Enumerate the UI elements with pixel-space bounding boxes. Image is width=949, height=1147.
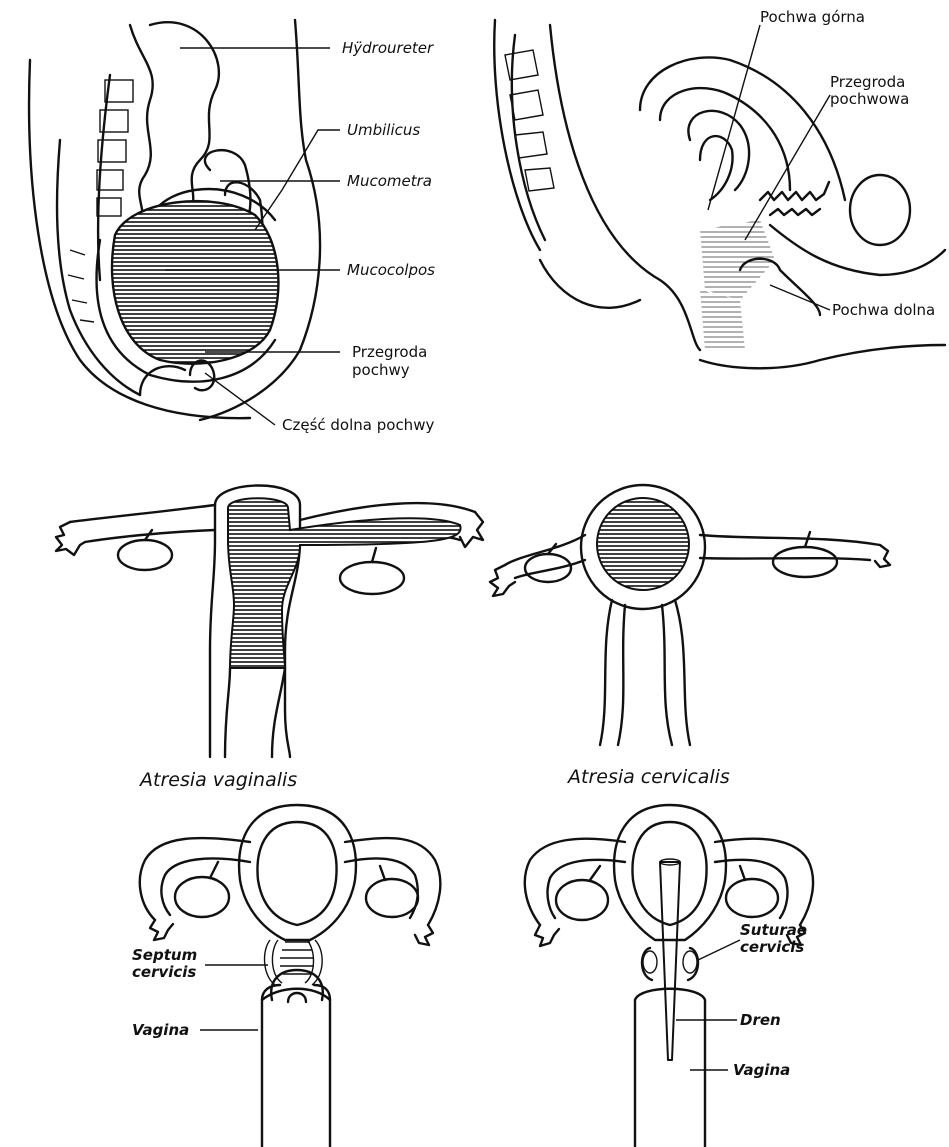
hematometra-fill — [228, 498, 461, 668]
mucocolpos-mass — [112, 201, 278, 364]
panel-a-sagittal-mucocolpos: Hÿdroureter Umbilicus Mucometra Mucocolp… — [29, 20, 435, 434]
panel-b-sagittal-septum: Pochwa górna Przegroda pochwowa Pochwa d… — [494, 8, 945, 368]
label-vaginal-septum-line2: pochwowa — [830, 90, 909, 108]
label-lower-vagina-b: Pochwa dolna — [832, 301, 935, 319]
panel-f-suturae-cervicis: Suturae cervicis Dren Vagina — [525, 805, 813, 1147]
label-mucocolpos: Mucocolpos — [347, 261, 435, 279]
label-vaginal-septum-line1: Przegroda — [830, 73, 905, 91]
label-septum-line1: Septum — [132, 946, 197, 964]
label-sutures-line2: cervicis — [740, 938, 804, 956]
label-hydroureter: Hÿdroureter — [342, 39, 434, 57]
label-lower-vagina: Część dolna pochwy — [282, 416, 434, 434]
leader-sutures — [698, 940, 740, 960]
label-mucometra: Mucometra — [347, 172, 432, 190]
panel-d-atresia-cervicalis: Atresia cervicalis — [490, 485, 890, 788]
label-septum-line2: pochwy — [352, 361, 410, 379]
label-umbilicus: Umbilicus — [347, 121, 420, 139]
label-drain: Dren — [740, 1011, 781, 1029]
caption-atresia-vaginalis: Atresia vaginalis — [138, 769, 297, 791]
cervical-septum-striations — [265, 940, 323, 985]
hematometra-round — [597, 498, 689, 590]
label-septum-line1: Przegroda — [352, 343, 427, 361]
label-upper-vagina: Pochwa górna — [760, 8, 865, 26]
caption-atresia-cervicalis: Atresia cervicalis — [566, 766, 730, 788]
panel-e-septum-cervicis: Septum cervicis Vagina — [132, 805, 440, 1147]
label-vagina-e: Vagina — [132, 1021, 189, 1039]
label-septum-line2: cervicis — [132, 963, 196, 981]
label-sutures-line1: Suturae — [740, 921, 807, 939]
panel-c-atresia-vaginalis: Atresia vaginalis — [56, 485, 483, 791]
label-vagina-f: Vagina — [733, 1061, 790, 1079]
